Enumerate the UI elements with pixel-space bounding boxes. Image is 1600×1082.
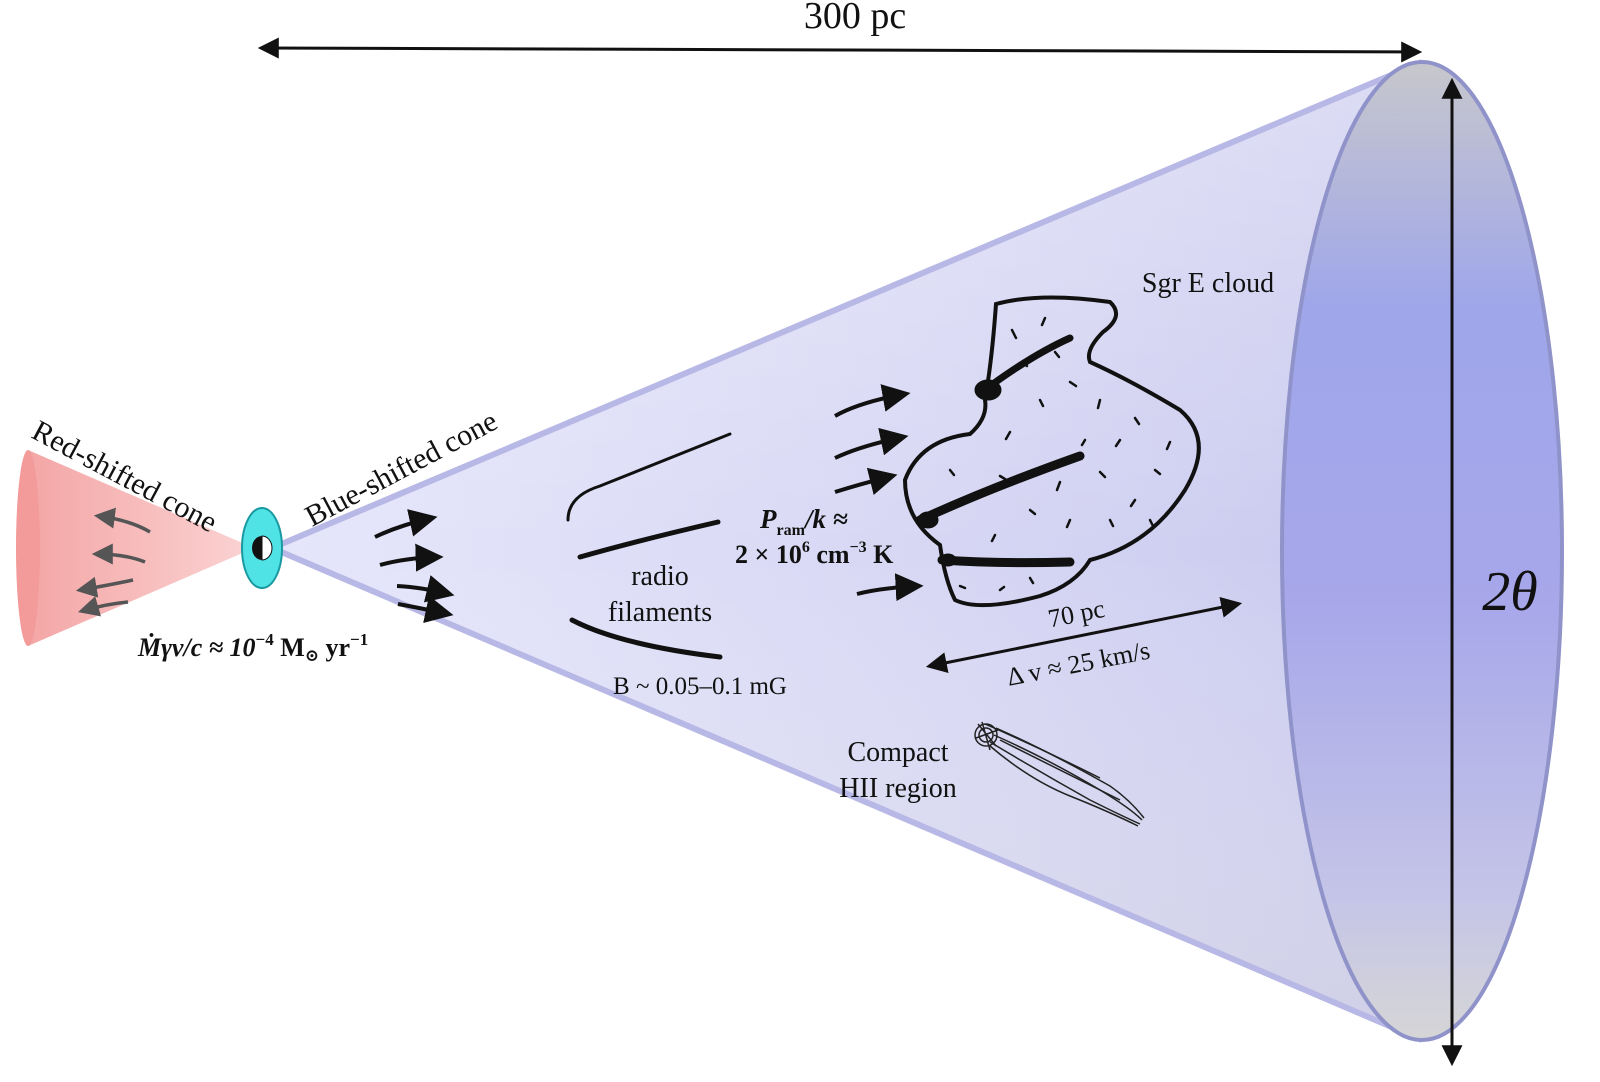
bfield-label: B ~ 0.05–0.1 mG — [613, 673, 787, 700]
cone-lower-edge — [270, 545, 1424, 1043]
scale-label-300pc: 300 pc — [804, 0, 906, 37]
red-cone-arrows — [75, 507, 151, 617]
cloud-size-arrow — [925, 597, 1243, 673]
radio-filaments — [566, 432, 732, 660]
core-light-half — [261, 535, 273, 561]
outflow-arrows-cloud — [834, 384, 924, 602]
hii-label-line2: HII region — [839, 773, 956, 804]
red-cone-base — [16, 450, 40, 646]
angle-label: 2θ — [1482, 561, 1538, 623]
blue-cone-shade — [272, 62, 1422, 1040]
cone-upper-edge — [270, 59, 1424, 551]
radio-label-line1: radio — [631, 561, 689, 592]
compact-hii-region — [974, 721, 1145, 827]
outflow-arrows-near — [374, 509, 455, 623]
cone-base-ellipse — [1280, 60, 1564, 1042]
mass-loading-label: Ṁγv/c ≈ 10−4 M⊙ yr−1 — [137, 630, 368, 665]
radio-label-line2: filaments — [608, 597, 712, 628]
sgr-e-cloud — [902, 295, 1201, 608]
hii-label-line1: Compact — [847, 737, 948, 768]
core-dark-half — [252, 536, 262, 560]
scale-arrow-300pc — [257, 37, 1423, 63]
pram-label-line2: 2 × 106 cm−3 K — [735, 539, 894, 569]
pram-label-line1: Pram/k ≈ — [759, 504, 848, 539]
cloud-stipple — [948, 316, 1172, 592]
sgr-e-label: Sgr E cloud — [1142, 268, 1274, 299]
